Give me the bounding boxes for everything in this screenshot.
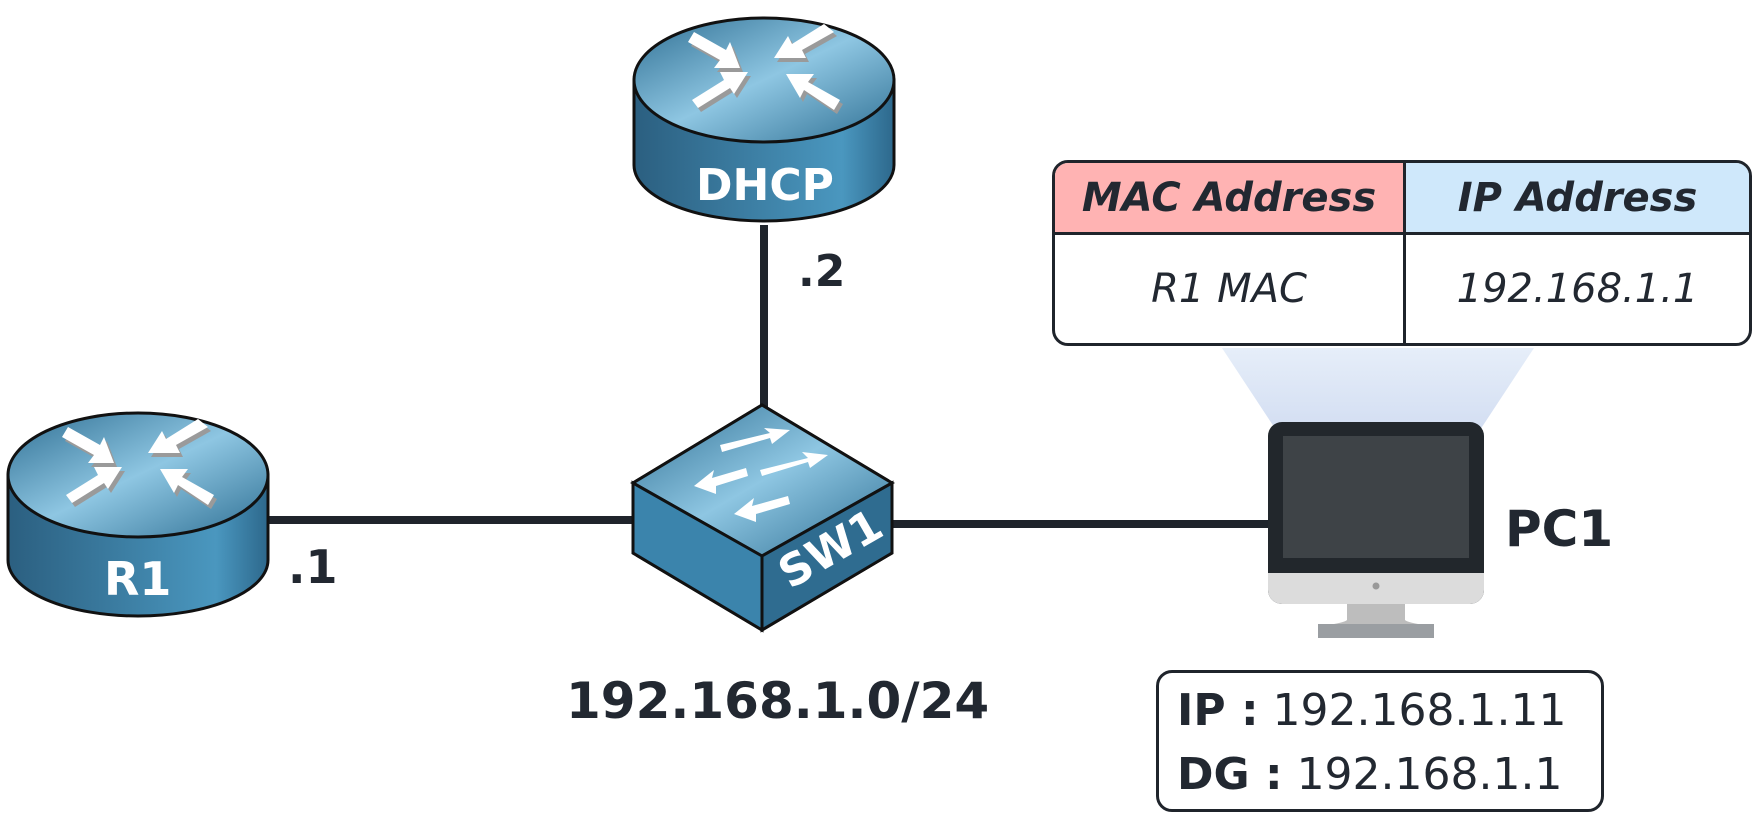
pc1-ip-config-box: IP : 192.168.1.11 DG : 192.168.1.1	[1156, 670, 1604, 812]
pc1-monitor-icon	[1268, 422, 1484, 638]
arp-table: MAC Address IP Address R1 MAC 192.168.1.…	[1052, 160, 1752, 346]
pc1-dg-row: DG : 192.168.1.1	[1177, 743, 1601, 807]
r1-router-icon	[6, 411, 270, 618]
dhcp-interface-label: .2	[798, 246, 846, 297]
r1-interface-label: .1	[288, 540, 338, 594]
dg-value: 192.168.1.1	[1296, 749, 1563, 800]
dhcp-router-icon	[632, 16, 896, 223]
dg-label: DG :	[1177, 749, 1283, 800]
arp-cell-ip: 192.168.1.1	[1456, 266, 1699, 312]
pc1-label: PC1	[1505, 500, 1614, 558]
arp-header-ip: IP Address	[1406, 163, 1749, 235]
arp-cell-mac: R1 MAC	[1055, 235, 1406, 343]
sw1-switch-icon	[630, 403, 895, 633]
arp-beam	[1222, 348, 1534, 430]
r1-label: R1	[104, 552, 172, 606]
pc1-ip-row: IP : 192.168.1.11	[1177, 679, 1601, 743]
dhcp-label: DHCP	[696, 160, 834, 211]
network-label: 192.168.1.0/24	[566, 672, 990, 730]
ip-value: 192.168.1.11	[1272, 685, 1567, 736]
ip-label: IP :	[1177, 685, 1259, 736]
arp-header-mac: MAC Address	[1055, 163, 1406, 235]
